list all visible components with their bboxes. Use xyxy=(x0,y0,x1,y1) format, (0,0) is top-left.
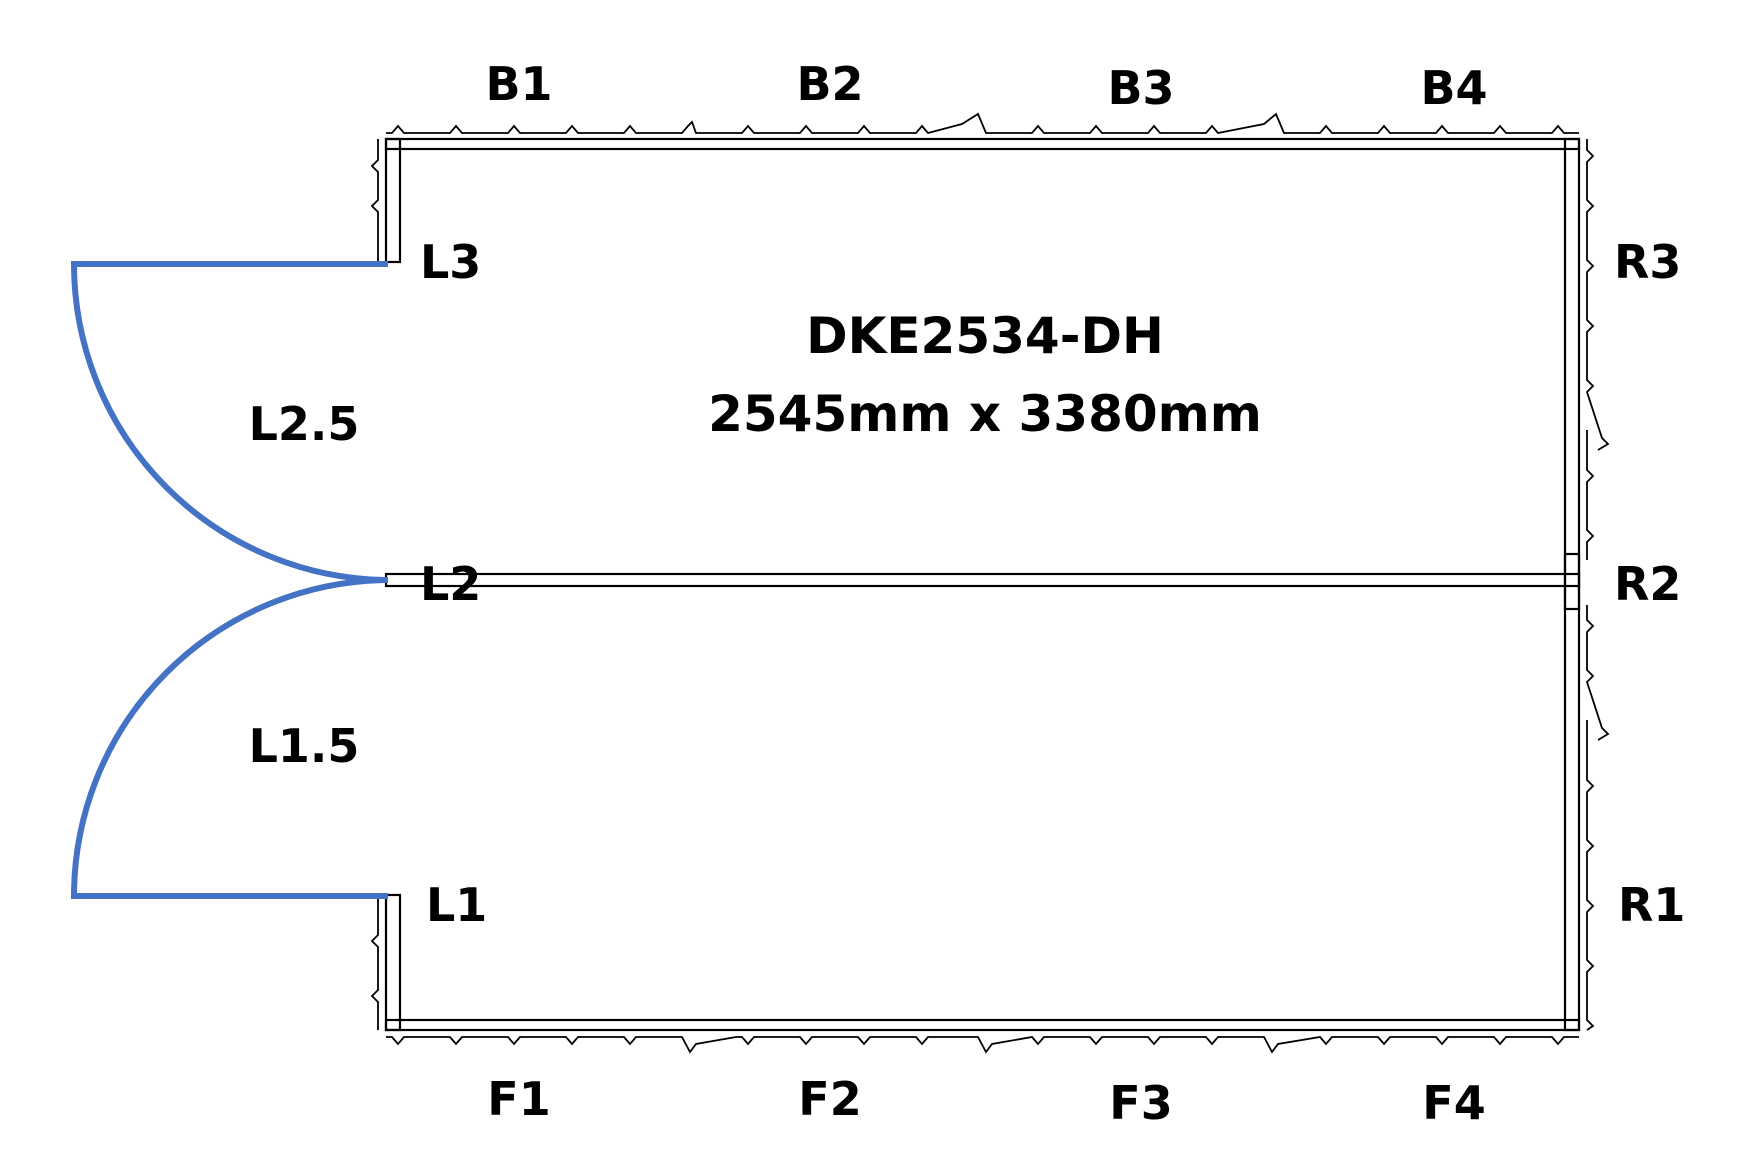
label-f4: F4 xyxy=(1422,1076,1485,1130)
left-wall-upper xyxy=(370,137,402,264)
upper-door-swing xyxy=(70,261,389,583)
back-wall-panels xyxy=(386,112,1579,135)
label-b2: B2 xyxy=(796,57,863,111)
label-r1: R1 xyxy=(1618,878,1685,932)
lower-door-swing xyxy=(70,577,389,899)
front-wall xyxy=(384,1018,1581,1054)
label-l1: L1 xyxy=(426,878,487,932)
label-l1-5: L1.5 xyxy=(249,719,360,773)
label-f1: F1 xyxy=(487,1072,550,1126)
back-wall xyxy=(384,112,1581,151)
label-l3: L3 xyxy=(420,235,481,289)
label-b1: B1 xyxy=(485,57,552,111)
label-r3: R3 xyxy=(1614,235,1681,289)
middle-divider xyxy=(384,552,1581,611)
dimensions-text: 2545mm x 3380mm xyxy=(708,385,1262,443)
model-title: DKE2534-DH xyxy=(806,307,1164,365)
front-wall-panels xyxy=(386,1036,1579,1054)
label-f2: F2 xyxy=(798,1072,861,1126)
label-r2: R2 xyxy=(1614,557,1681,611)
right-wall xyxy=(1563,137,1610,1032)
label-b3: B3 xyxy=(1107,61,1174,115)
left-wall-lower xyxy=(370,893,402,1032)
label-b4: B4 xyxy=(1420,61,1487,115)
label-l2: L2 xyxy=(420,557,481,611)
label-f3: F3 xyxy=(1109,1076,1172,1130)
label-l2-5: L2.5 xyxy=(249,397,360,451)
